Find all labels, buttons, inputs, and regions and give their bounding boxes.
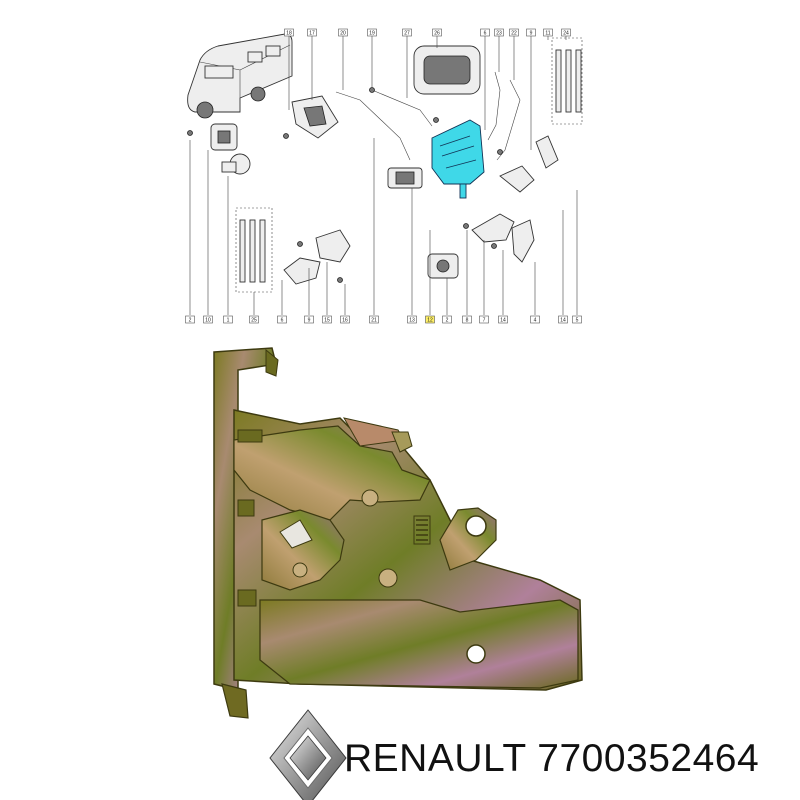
bottom-label-box-11: [442, 315, 452, 324]
bottom-label-text-15: 4: [534, 317, 537, 323]
top-label-text-5: 26: [434, 30, 440, 36]
actuator-part: [387, 167, 423, 189]
top-label-text-0: 18: [286, 30, 292, 36]
screws: [187, 87, 503, 283]
springs-right: [551, 37, 583, 125]
bottom-label-box-3: [249, 315, 259, 324]
bottom-label-box-15: [530, 315, 540, 324]
bottom-label-box-9: [407, 315, 417, 324]
top-label-box-9: [526, 28, 536, 37]
springs-left: [235, 207, 273, 293]
bottom-callout-labels: 2 10 1 25 6 9 15 16 21 13 12 2 8 7 14 4 14 5: [185, 315, 582, 324]
bottom-label-box-8: [369, 315, 379, 324]
top-label-box-8: [509, 28, 519, 37]
top-callout-labels: 18 17 20 19 27 26 6 23 22 9 11 24: [284, 28, 571, 37]
exterior-handle-part: [413, 45, 481, 95]
bottom-label-text-10: 12: [427, 317, 433, 323]
bottom-label-box-1: [203, 315, 213, 324]
bottom-label-box-16: [558, 315, 568, 324]
switch-part: [210, 123, 238, 151]
inner-handle-part: [291, 95, 339, 139]
leader-lines: [189, 36, 578, 315]
top-label-box-0: [284, 28, 294, 37]
lock-cylinder-part: [221, 153, 251, 175]
top-label-box-7: [494, 28, 504, 37]
bottom-label-box-6: [322, 315, 332, 324]
bottom-label-text-8: 21: [371, 317, 377, 323]
top-label-text-9: 9: [530, 30, 533, 36]
top-label-box-6: [480, 28, 490, 37]
top-label-text-8: 22: [511, 30, 517, 36]
bottom-label-text-16: 14: [560, 317, 566, 323]
bottom-label-box-5: [304, 315, 314, 324]
bottom-label-text-3: 25: [251, 317, 257, 323]
bottom-label-box-2: [223, 315, 233, 324]
top-label-text-10: 11: [545, 30, 550, 36]
top-label-box-4: [402, 28, 412, 37]
bottom-label-box-14: [498, 315, 508, 324]
bottom-label-box-13: [479, 315, 489, 324]
top-label-text-11: 24: [563, 30, 569, 36]
lock-vertical-bracket: [213, 347, 277, 691]
bottom-label-text-14: 14: [500, 317, 506, 323]
brand-name: RENAULT: [344, 737, 526, 780]
top-label-box-3: [367, 28, 377, 37]
bottom-label-text-4: 6: [281, 317, 284, 323]
bottom-label-text-17: 5: [576, 317, 579, 323]
bottom-label-text-7: 16: [342, 317, 348, 323]
bottom-label-box-4: [277, 315, 287, 324]
rod-20: [335, 91, 411, 161]
bottom-label-text-0: 2: [189, 317, 192, 323]
top-label-text-7: 23: [496, 30, 502, 36]
bottom-label-text-9: 13: [409, 317, 415, 323]
bottom-label-box-17: [572, 315, 582, 324]
top-label-box-10: [543, 28, 553, 37]
rod-22: [496, 79, 521, 161]
top-label-box-1: [307, 28, 317, 37]
bottom-label-box-7: [340, 315, 350, 324]
top-label-box-11: [561, 28, 571, 37]
bottom-label-box-0: [185, 315, 195, 324]
lock-spring: [413, 515, 431, 545]
top-label-box-5: [432, 28, 442, 37]
van-illustration: [187, 33, 293, 119]
door-lock-photo: [213, 347, 583, 719]
rod-19: [371, 89, 433, 127]
part-number: 7700352464: [537, 737, 760, 780]
bottom-label-text-1: 10: [205, 317, 211, 323]
top-label-box-2: [338, 28, 348, 37]
top-label-text-6: 6: [484, 30, 487, 36]
top-label-text-4: 27: [404, 30, 410, 36]
bracket-part: [283, 229, 351, 285]
bottom-label-text-11: 2: [446, 317, 449, 323]
bottom-label-text-13: 7: [483, 317, 486, 323]
top-label-text-3: 19: [369, 30, 375, 36]
bottom-label-box-12: [462, 315, 472, 324]
lever-parts: [471, 135, 559, 263]
bottom-label-text-5: 9: [308, 317, 311, 323]
top-label-text-1: 17: [309, 30, 315, 36]
bottom-label-text-12: 8: [466, 317, 469, 323]
renault-diamond-logo: [269, 709, 347, 800]
top-label-text-2: 20: [340, 30, 346, 36]
highlighted-lock-part: [431, 119, 485, 199]
bottom-label-text-2: 1: [227, 317, 230, 323]
striker-plate-part: [427, 253, 459, 279]
bottom-label-box-10: [425, 315, 435, 324]
bottom-label-text-6: 15: [324, 317, 330, 323]
rod-23: [487, 71, 501, 141]
product-caption: RENAULT 7700352464: [344, 737, 759, 781]
